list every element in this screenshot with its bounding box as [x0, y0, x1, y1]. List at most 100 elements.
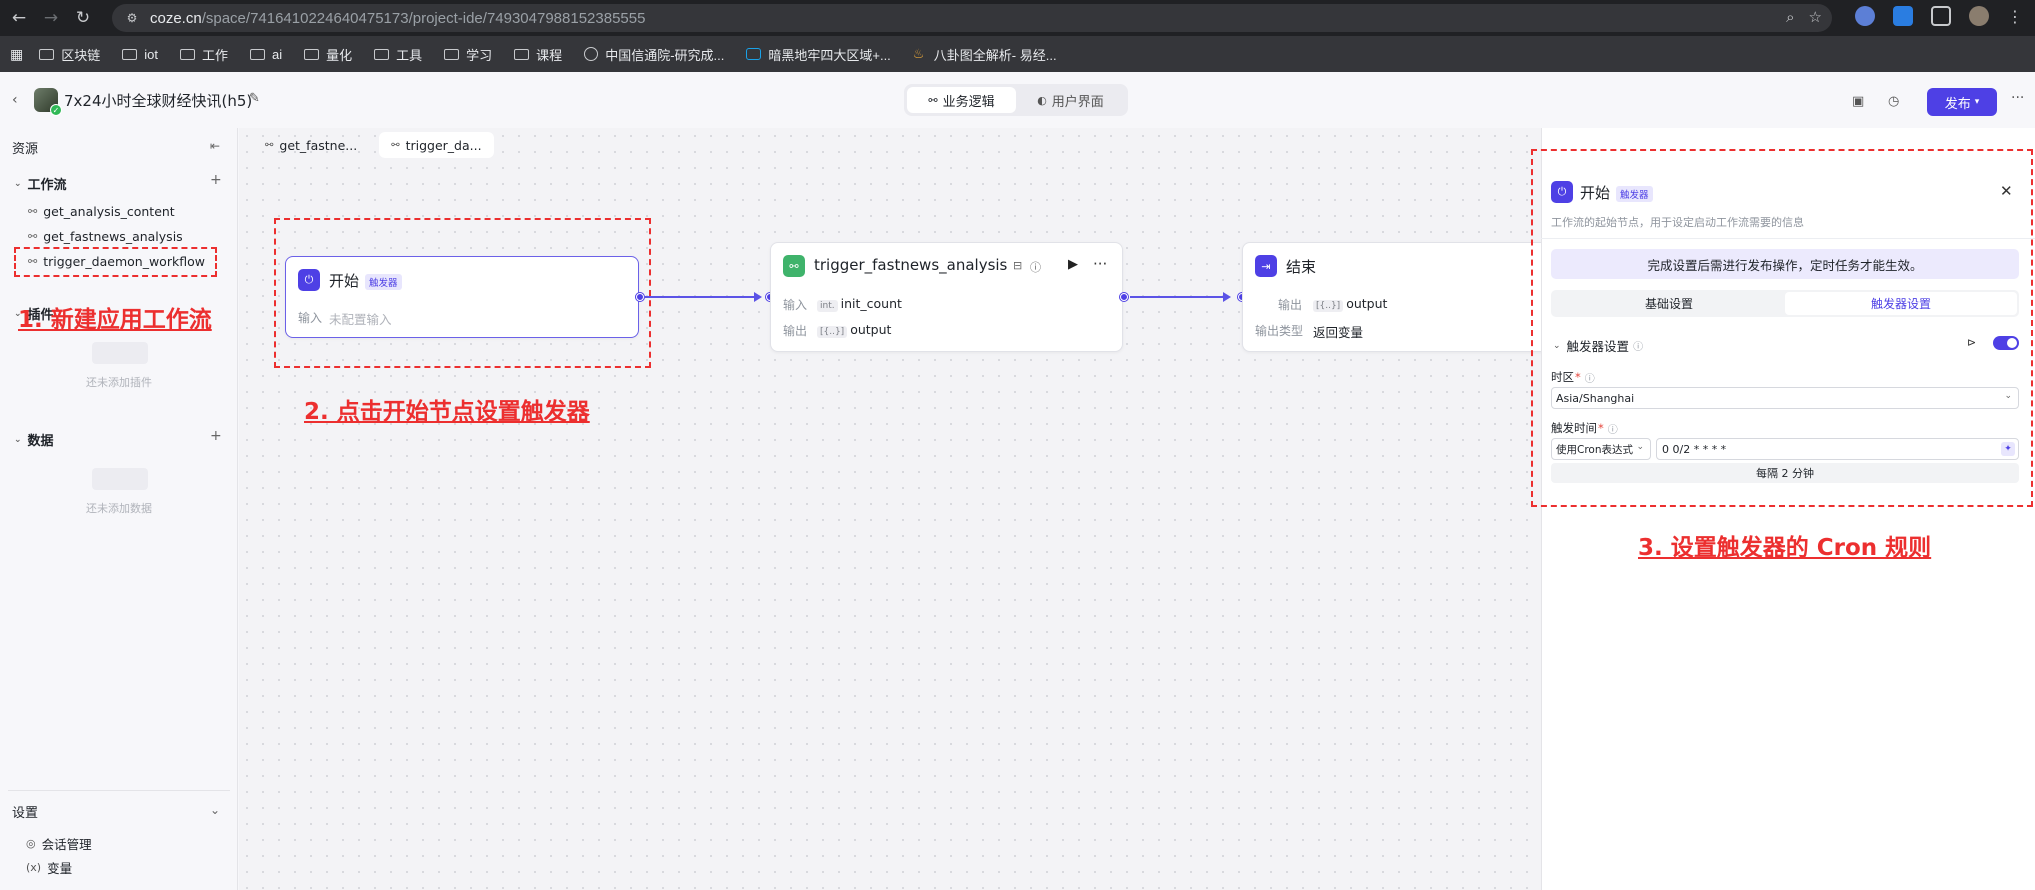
extension-icon[interactable] [1855, 6, 1875, 26]
more-icon[interactable]: ··· [1093, 255, 1108, 273]
bookmark-folder[interactable]: 量化 [304, 45, 352, 64]
bookmark-link[interactable]: 中国信通院-研究成... [584, 45, 724, 64]
bookmark-link[interactable]: ♨八卦图全解析- 易经... [913, 45, 1057, 64]
mode-business-logic[interactable]: ⚯业务逻辑 [907, 87, 1016, 113]
menu-dots-icon[interactable]: ⋮ [2007, 6, 2023, 26]
zoom-icon[interactable]: ⌕ [1786, 8, 1795, 26]
puzzle-icon[interactable] [1931, 6, 1951, 26]
forward-icon[interactable]: → [43, 8, 59, 28]
back-chevron-icon[interactable]: ‹ [12, 92, 18, 108]
more-icon[interactable]: ··· [2011, 90, 2025, 106]
output-type-value: 返回变量 [1313, 325, 1364, 340]
history-icon[interactable]: ◷ [1888, 94, 1900, 109]
bookmark-folder[interactable]: ai [250, 47, 282, 62]
tab-basic-settings[interactable]: 基础设置 [1644, 297, 1693, 311]
info-icon[interactable]: ⓘ [1607, 424, 1618, 436]
folder-icon [304, 48, 320, 60]
sidebar-item-workflow[interactable]: ⚯get_analysis_content [28, 204, 175, 219]
empty-placeholder-icon [92, 342, 148, 364]
type-chip: [{..}] [1313, 300, 1344, 312]
site-info-icon[interactable]: ⚙ [126, 11, 138, 25]
bookmark-folder[interactable]: 学习 [444, 45, 492, 64]
annotation-step-1: 1. 新建应用工作流 [18, 307, 212, 333]
extension-icon[interactable] [1893, 6, 1913, 26]
output-value: [{..}]output [817, 322, 891, 338]
sidebar-item-session-management[interactable]: ◎会话管理 [26, 834, 92, 853]
mode-user-interface[interactable]: ◐用户界面 [1016, 87, 1125, 113]
workflow-icon: ⚯ [391, 139, 400, 151]
add-workflow-icon[interactable]: + [210, 172, 222, 188]
tab-label: get_fastne... [279, 137, 358, 153]
bookmark-folder[interactable]: 工作 [179, 45, 228, 64]
plugin-section-header[interactable]: ⌄插件 [14, 304, 54, 323]
folder-icon [250, 48, 265, 60]
output-port[interactable] [636, 293, 644, 301]
output-label: 输出 [783, 324, 808, 338]
sidebar-item-workflow[interactable]: ⚯trigger_daemon_workflow [28, 254, 205, 269]
annotation-box-start-node [274, 218, 651, 368]
reload-icon[interactable]: ↻ [75, 8, 91, 28]
tab-get-fastnews[interactable]: ⚯get_fastne... [253, 132, 369, 158]
workflow-tabs: ⚯get_fastne... ⚯trigger_da... [253, 132, 494, 158]
required-mark: * [1598, 421, 1604, 435]
sidebar-item-variables[interactable]: (x)变量 [26, 858, 72, 877]
tab-trigger-daemon[interactable]: ⚯trigger_da... [379, 132, 494, 158]
trigger-enable-toggle[interactable] [1993, 336, 2019, 350]
save-icon[interactable]: ▣ [1852, 94, 1865, 109]
sidebar-item-workflow[interactable]: ⚯get_fastnews_analysis [28, 229, 183, 244]
node-title-text: 开始 [329, 272, 360, 290]
publish-button[interactable]: 发布▾ [1927, 88, 1997, 116]
info-icon[interactable]: ⓘ [1584, 373, 1595, 385]
bookmark-folder[interactable]: 工具 [374, 45, 422, 64]
run-icon[interactable]: ▶ [1068, 257, 1078, 272]
collapse-sidebar-icon[interactable]: ⇤ [210, 139, 221, 153]
bookmark-folder[interactable]: 区块链 [39, 45, 100, 64]
add-data-icon[interactable]: + [210, 428, 222, 444]
bookmark-folder[interactable]: iot [122, 47, 158, 62]
folder-icon [444, 48, 460, 60]
tab-trigger-settings[interactable]: 触发器设置 [1785, 292, 2017, 315]
info-icon[interactable]: ⓘ [1633, 342, 1644, 353]
cron-expression-value: 0 0/2 * * * * [1662, 442, 1727, 456]
apps-grid-icon[interactable]: ▦ [10, 45, 24, 62]
end-node[interactable]: ⇥ 结束 输出 [{..}]output 输出类型 返回变量 [1242, 242, 1552, 352]
workflow-node-trigger-fastnews[interactable]: ⚯ trigger_fastnews_analysis ⊟ ⓘ ▶ ··· 输入… [770, 242, 1123, 352]
data-section-header[interactable]: ⌄数据 [14, 430, 54, 449]
magic-wand-icon[interactable]: ✦ [2001, 442, 2015, 456]
bookmark-folder[interactable]: 课程 [514, 45, 562, 64]
chevron-down-icon: ⌄ [1636, 442, 1644, 452]
run-circle-icon[interactable]: ⊳ [1967, 336, 1977, 349]
info-icon[interactable]: ⓘ [1030, 261, 1041, 274]
start-node[interactable]: ⏻ 开始触发器 输入 未配置输入 [285, 256, 639, 338]
chevron-down-icon[interactable]: ⌄ [210, 803, 221, 817]
cron-mode-select[interactable]: 使用Cron表达式⌄ [1551, 438, 1651, 460]
workflow-name: get_analysis_content [43, 204, 175, 219]
output-port[interactable] [1120, 293, 1128, 301]
timezone-select[interactable]: Asia/Shanghai⌄ [1551, 387, 2019, 409]
output-label: 输出 [1278, 298, 1303, 312]
param-name: output [850, 322, 892, 337]
section-label: 数据 [27, 434, 54, 449]
version-icon[interactable]: ⊟ [1013, 259, 1023, 272]
trigger-tag: 触发器 [1616, 185, 1653, 202]
mode-switch: ⚯业务逻辑 ◐用户界面 [904, 84, 1128, 116]
bookmark-star-icon[interactable]: ☆ [1808, 8, 1822, 26]
workflow-icon: ⚯ [28, 230, 38, 243]
bookmark-label: ai [272, 46, 283, 62]
back-icon[interactable]: ← [11, 8, 27, 28]
bagua-icon: ♨ [912, 46, 925, 61]
cron-expression-input[interactable]: 0 0/2 * * * * ✦ [1656, 438, 2019, 460]
edit-icon[interactable]: ✎ [249, 91, 260, 106]
arrow-icon [1223, 292, 1231, 302]
workflow-section-header[interactable]: ⌄工作流 [14, 174, 67, 193]
settings-section-header[interactable]: 设置 [12, 806, 39, 821]
bookmark-label: 学习 [466, 47, 493, 63]
close-icon[interactable]: ✕ [2000, 182, 2013, 200]
settings-item-label: 会话管理 [41, 837, 92, 852]
profile-avatar-icon[interactable] [1969, 6, 1989, 26]
timezone-label: 时区*ⓘ [1551, 369, 1595, 385]
bookmark-link[interactable]: 暗黑地牢四大区域+... [746, 45, 891, 64]
folder-icon [122, 48, 138, 60]
address-bar[interactable]: ⚙ coze.cn/space/7416410224640475173/proj… [112, 4, 1832, 32]
